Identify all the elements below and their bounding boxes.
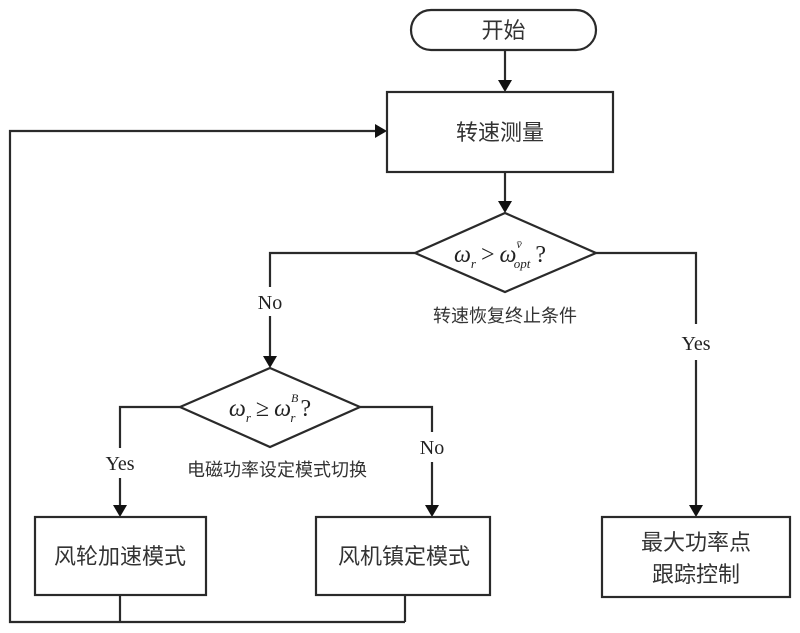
decision2-diamond <box>177 366 363 449</box>
d1-op: > <box>481 242 495 268</box>
d2-rhs: ω <box>274 396 291 422</box>
d2-var-sub: r <box>246 410 252 425</box>
d1-rhs: ω <box>500 242 517 268</box>
d1-q: ? <box>535 242 546 268</box>
start-node: 开始 <box>409 8 598 52</box>
d1-var-sub: r <box>471 256 477 271</box>
d2-rhs-sup: B <box>291 391 299 405</box>
d1-rhs-sub: opt <box>514 256 531 271</box>
arrowhead-start-to-measure <box>498 80 512 92</box>
arrowhead-decision1-yes <box>689 505 703 517</box>
edge-label-decision2-yes: Yes <box>105 453 134 475</box>
measure-label: 转速测量 <box>456 121 544 146</box>
rotor-accel-box <box>33 515 208 597</box>
edge-feedback-loop <box>8 129 405 624</box>
edge-decision2-yes-upper <box>118 405 180 448</box>
measure-box <box>385 90 615 174</box>
d2-rhs-sub: r <box>290 410 296 425</box>
d2-op: ≥ <box>256 396 269 422</box>
edge-label-decision1-yes: Yes <box>681 333 710 355</box>
d2-q: ? <box>300 396 311 422</box>
edge-label-decision1-no: No <box>258 292 282 314</box>
decision1-condition: ωr>ωv̄opt? <box>454 237 546 271</box>
edge-decision1-yes-upper <box>596 251 698 324</box>
decision2-caption: 电磁功率设定模式切换 <box>187 460 367 481</box>
mppt-label-line1: 最大功率点 <box>641 531 751 556</box>
decision1-node: ωr>ωv̄opt? 转速恢复终止条件 <box>412 211 599 327</box>
start-terminal-shape <box>409 8 598 52</box>
edge-decision2-no-upper <box>360 405 434 432</box>
d1-rhs-sup: v̄ <box>516 237 522 251</box>
turbine-stable-box <box>314 515 492 597</box>
edge-label-decision2-no: No <box>420 437 444 459</box>
d1-var: ω <box>454 242 471 268</box>
edge-decision1-no-upper <box>268 251 415 287</box>
start-label: 开始 <box>481 19 525 44</box>
d2-var: ω <box>229 396 246 422</box>
arrowhead-decision1-no <box>263 356 277 368</box>
rotor-accel-label: 风轮加速模式 <box>54 545 186 570</box>
rotor-accel-node: 风轮加速模式 <box>33 515 208 597</box>
arrowhead-measure-to-decision1 <box>498 201 512 213</box>
turbine-stable-label: 风机镇定模式 <box>338 545 470 570</box>
arrowhead-decision2-yes <box>113 505 127 517</box>
turbine-stable-node: 风机镇定模式 <box>314 515 492 597</box>
mppt-box <box>600 515 792 599</box>
decision1-diamond <box>412 211 599 294</box>
arrowhead-decision2-no <box>425 505 439 517</box>
mppt-label-line2: 跟踪控制 <box>652 563 740 588</box>
decision1-caption: 转速恢复终止条件 <box>433 306 577 327</box>
measure-node: 转速测量 <box>385 90 615 174</box>
mppt-node: 最大功率点 跟踪控制 <box>600 515 792 599</box>
arrowhead-feedback <box>375 124 387 138</box>
